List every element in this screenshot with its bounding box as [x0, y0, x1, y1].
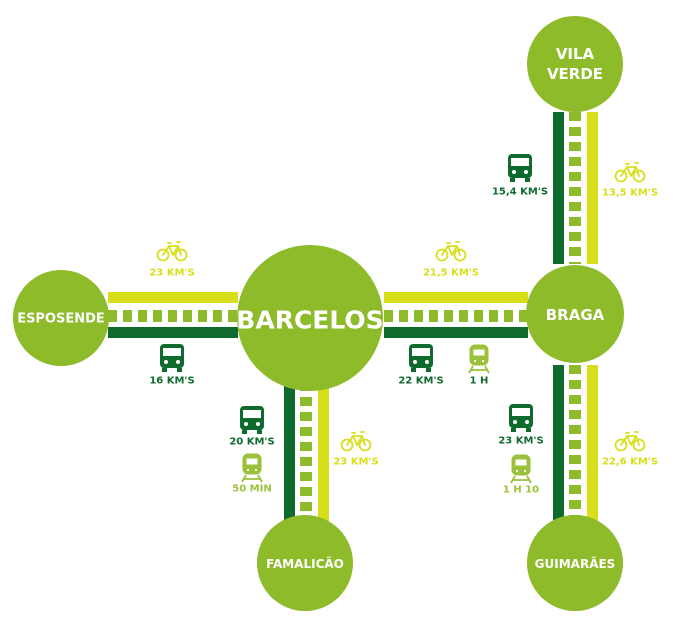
bus-icon: [508, 154, 532, 182]
vila-verde-label-line1: VILA: [556, 45, 595, 63]
braga-vila-verde-bike-distance: 13,5 KM'S: [602, 188, 658, 199]
node-esposende: ESPOSENDE: [13, 270, 109, 366]
bike-icon: [435, 241, 467, 262]
barcelos-braga-bike-distance: 21,5 KM'S: [423, 268, 479, 279]
node-braga: BRAGA: [526, 265, 624, 363]
bike-icon: [156, 241, 188, 262]
esposende-barcelos-bus-distance: 16 KM'S: [149, 376, 194, 387]
braga-label: BRAGA: [546, 306, 605, 324]
braga-guimaraes-bike-distance: 22,6 KM'S: [602, 457, 658, 468]
node-famalicao: FAMALICÃO: [257, 515, 353, 611]
barcelos-braga-bus-distance: 22 KM'S: [398, 376, 443, 387]
bike-icon: [614, 431, 646, 452]
bus-icon: [160, 344, 184, 372]
braga-vila-verde-bus-distance: 15,4 KM'S: [492, 187, 548, 198]
barcelos-famalicao-bus-distance: 20 KM'S: [229, 437, 274, 448]
bus-icon: [509, 404, 533, 432]
famalicao-label: FAMALICÃO: [266, 556, 344, 571]
road-braga-guimaraes: [553, 365, 598, 520]
bike-icon: [340, 431, 372, 452]
guimaraes-label: GUIMARÃES: [535, 556, 616, 571]
esposende-barcelos-bike-distance: 23 KM'S: [149, 268, 194, 279]
train-icon: [468, 344, 490, 374]
barcelos-famalicao-bike-distance: 23 KM'S: [333, 457, 378, 468]
esposende-label: ESPOSENDE: [17, 312, 105, 327]
road-barcelos-famalicao: [284, 382, 329, 522]
train-icon: [241, 453, 263, 483]
bike-icon: [614, 162, 646, 183]
road-barcelos-braga: [384, 292, 528, 338]
braga-guimaraes-bus-distance: 23 KM'S: [498, 436, 543, 447]
node-barcelos: BARCELOS: [236, 245, 384, 391]
braga-guimaraes-train-time: 1 H 10: [503, 485, 539, 496]
node-guimaraes: GUIMARÃES: [527, 515, 623, 611]
vila-verde-label-line2: VERDE: [547, 65, 603, 83]
road-esposende-barcelos: [108, 292, 238, 338]
train-icon: [510, 454, 532, 484]
road-braga-vila-verde: [553, 112, 598, 264]
barcelos-famalicao-train-time: 50 MIN: [232, 484, 271, 495]
node-vila-verde: VILA VERDE: [527, 16, 623, 112]
bus-icon: [409, 344, 433, 372]
bus-icon: [240, 406, 264, 434]
barcelos-label: BARCELOS: [236, 306, 383, 335]
barcelos-braga-train-time: 1 H: [470, 376, 489, 387]
